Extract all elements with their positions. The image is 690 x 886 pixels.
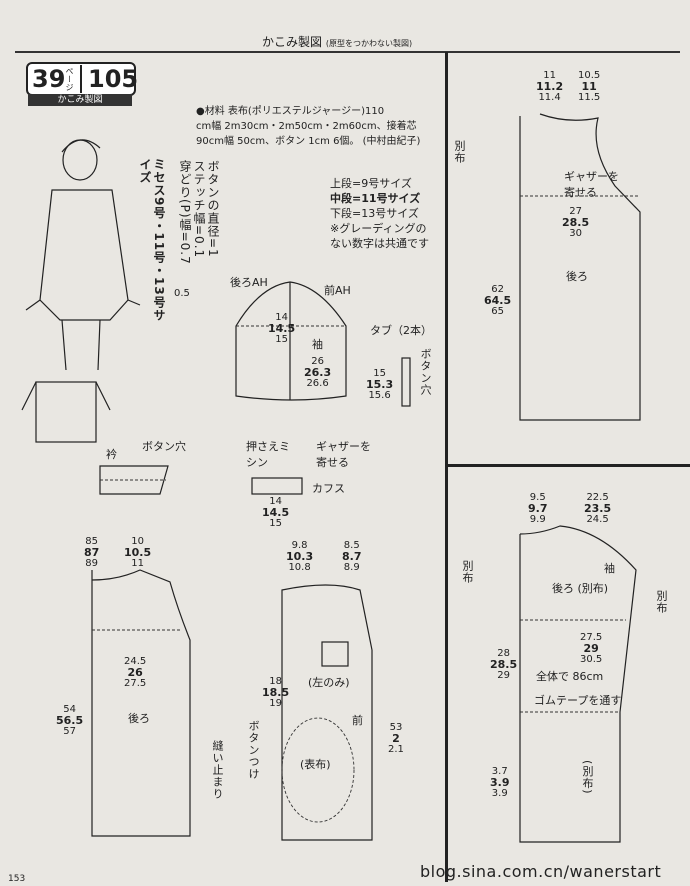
label-sep2: (別布) (581, 760, 594, 795)
label-back: 後ろ (128, 712, 150, 725)
materials: ●材料 表布(ポリエステルジャージー)110 cm幅 2m30cm・2m50cm… (196, 104, 420, 149)
legend-note-1: ※グレーディングの (330, 222, 427, 235)
button-note-1: ボタンの直径=1 (206, 160, 220, 258)
collar-pattern (99, 465, 169, 495)
page-ref: 39 (32, 65, 66, 93)
front-pattern (281, 584, 373, 841)
header-title: かこみ製図 (262, 35, 323, 49)
page-header: かこみ製図 (原型をつかわない製図) (262, 33, 412, 50)
label-separate-3: 別布 (655, 590, 668, 614)
page-number: 105 (80, 65, 138, 93)
model-illustration (21, 139, 141, 443)
button-note-4: 0.5 (174, 288, 190, 299)
cuffs-pattern (251, 477, 303, 495)
label-stitch: 押さえミシン (246, 440, 290, 469)
label-pocket: (表布) (300, 758, 331, 771)
label-left-piece: (左のみ) (308, 676, 350, 689)
button-note: ボタンの直径=1 ステッチ幅=0.1 穿どり(P)幅=0.7 0.5 (170, 160, 220, 300)
button-note-2: ステッチ幅=0.1 (192, 160, 206, 259)
label-gather-2: ギャザーを寄せる (564, 170, 619, 199)
right-bottom-pattern (519, 525, 637, 843)
label-back-ah: 後ろAH (230, 276, 268, 289)
back-pattern (91, 569, 191, 837)
page-badge-caption: かこみ製図 (28, 94, 132, 106)
materials-line-1: ●材料 表布(ポリエステルジャージー)110 (196, 106, 385, 117)
legend-middle: 中段=11号サイズ (330, 192, 421, 205)
label-front: 前 (352, 714, 363, 727)
legend-note-2: ない数字は共通です (330, 237, 429, 250)
label-front-ah: 前AH (324, 284, 351, 297)
column-divider (445, 52, 448, 882)
page-ref-unit: ページ (65, 67, 74, 91)
materials-line-2: cm幅 2m30cm・2m50cm・2m60cm、接着芯 (196, 121, 417, 132)
legend-lower: 下段=13号サイズ (330, 207, 419, 220)
page-badge: 39 ページ 105 (26, 62, 138, 96)
page-number-footer: 153 (8, 874, 26, 884)
label-front-edge: ボタンつけ (247, 720, 260, 780)
row-divider (445, 464, 690, 467)
size-title: ミセス9号・11号・13号サイズ (138, 158, 166, 322)
label-tab-hole: ボタン穴 (419, 348, 432, 396)
label-tab: タブ（2本） (370, 324, 432, 337)
label-cuffs: カフス (312, 482, 345, 495)
label-back-right: 後ろ (566, 270, 588, 283)
sleeve-pattern (235, 281, 347, 401)
label-back-separate: 後ろ (別布) (552, 582, 609, 595)
legend-upper: 上段=9号サイズ (330, 177, 412, 190)
label-elastic: ゴムテープを通す (534, 694, 622, 707)
label-slit-end: 縫い止まり (211, 740, 224, 800)
size-legend: 上段=9号サイズ 中段=11号サイズ 下段=13号サイズ ※グレーディングの な… (330, 176, 429, 251)
label-gather: ギャザーを寄せる (316, 440, 371, 469)
watermark: blog.sina.com.cn/wanerstart (420, 862, 662, 881)
header-rule (15, 51, 680, 53)
header-subtitle: (原型をつかわない製図) (325, 39, 413, 48)
right-top-pattern (519, 113, 641, 421)
label-button-hole: ボタン穴 (142, 440, 186, 453)
button-note-3: 穿どり(P)幅=0.7 (178, 160, 192, 265)
materials-line-3: 90cm幅 50cm、ボタン 1cm 6個。 (中村由紀子) (196, 136, 421, 147)
label-separate-2: 別布 (461, 560, 474, 584)
label-total: 全体で 86cm (536, 670, 604, 683)
label-separate-1: 別布 (453, 140, 466, 164)
tab-pattern (401, 357, 411, 407)
label-sleeve-sep: 袖 (604, 562, 615, 575)
label-collar: 衿 (106, 448, 117, 461)
label-sleeve: 袖 (312, 338, 323, 351)
